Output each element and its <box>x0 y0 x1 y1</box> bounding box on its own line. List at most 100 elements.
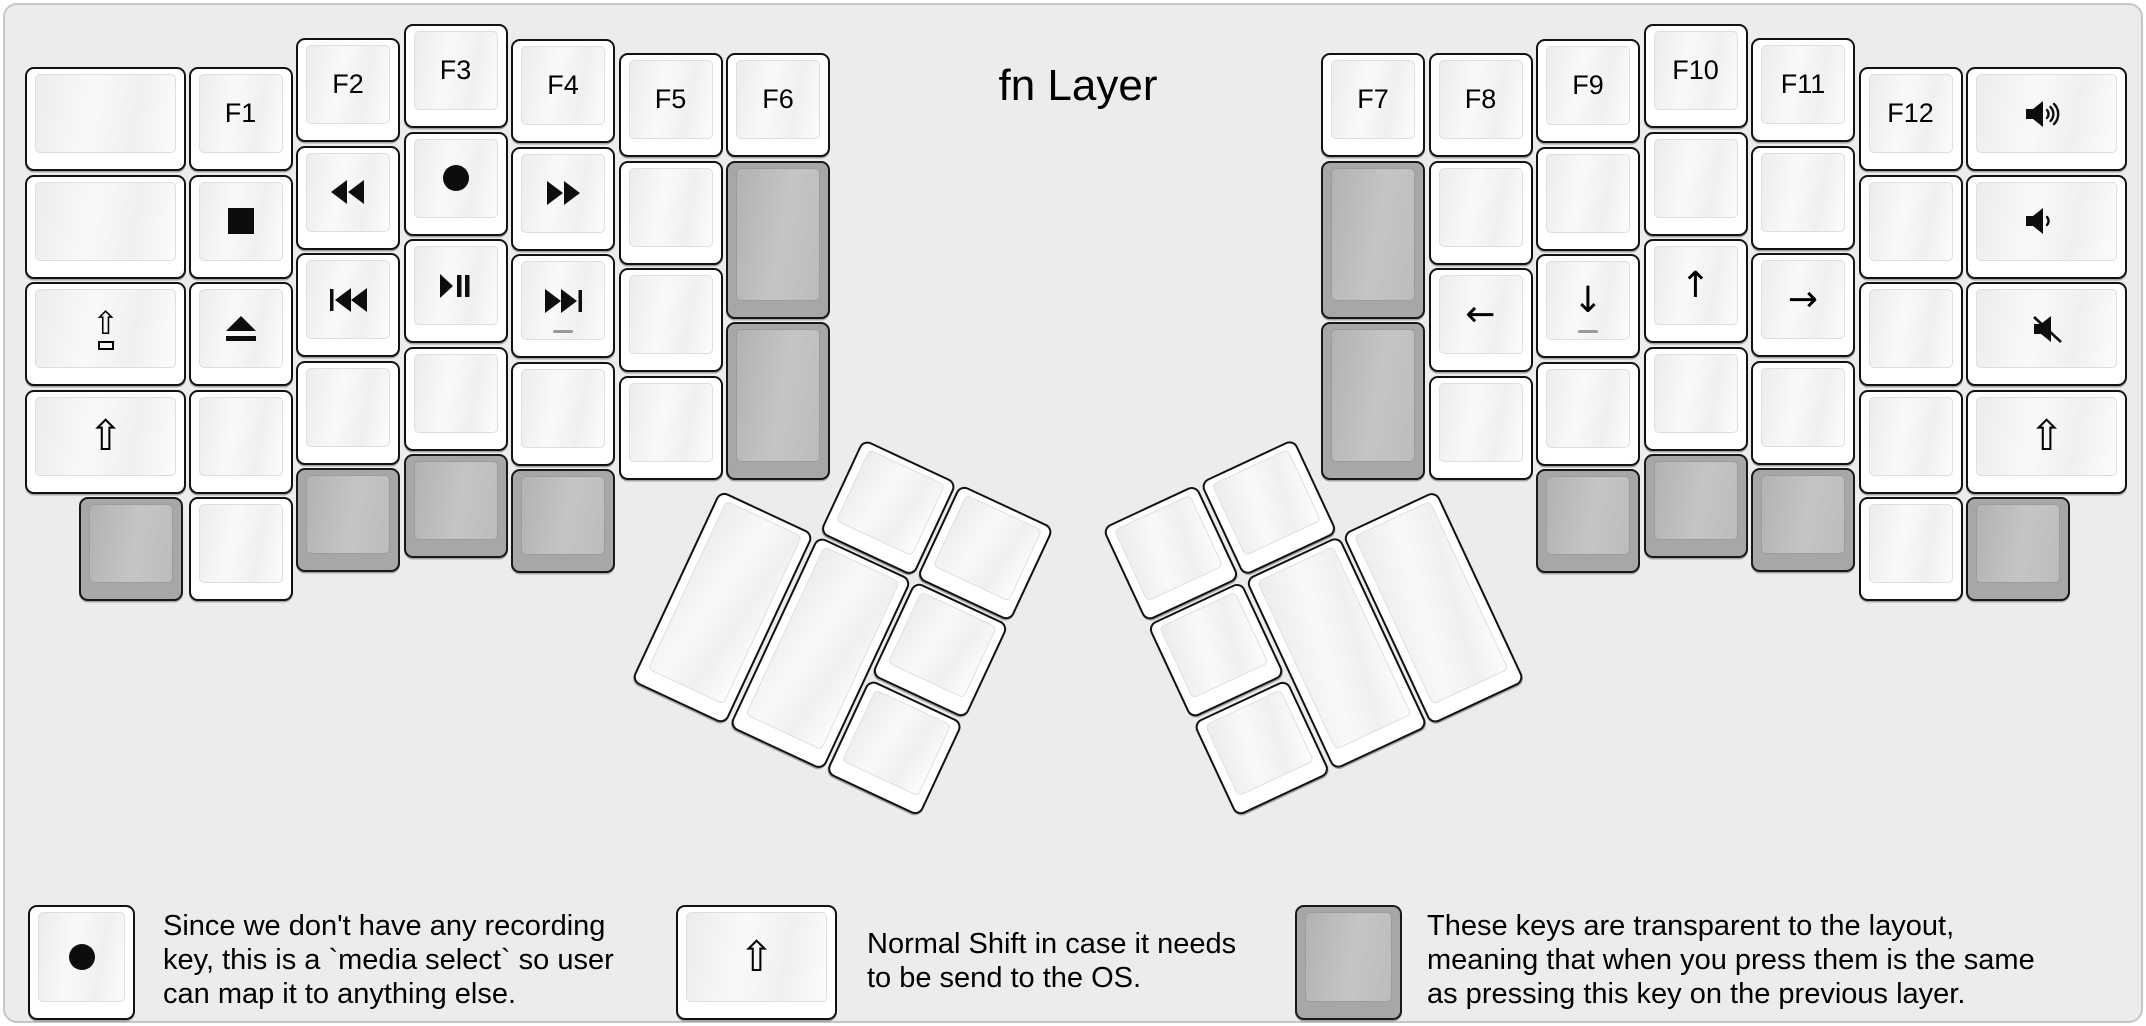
key-blank-left-col1-row2[interactable] <box>25 174 186 279</box>
key-transparent-left-bottom[interactable] <box>79 497 183 601</box>
legend-key-record <box>28 905 135 1020</box>
keytop <box>521 261 605 340</box>
key-blank-left-col4-row4[interactable] <box>403 346 508 451</box>
shift-icon: ⇧ <box>738 932 775 981</box>
key-f2[interactable]: F2 <box>296 38 400 142</box>
layer-title: fn Layer <box>998 61 1158 110</box>
key-volume-up[interactable] <box>1966 67 2127 171</box>
keytop: F2 <box>306 45 390 124</box>
keytop <box>1976 181 2117 261</box>
key-transparent-right-col5[interactable] <box>1751 468 1855 572</box>
keytop: ⇧ <box>35 289 176 368</box>
legend-key-transparent-top <box>1305 912 1392 1002</box>
keytop: F5 <box>628 60 713 139</box>
key-next-track[interactable] <box>511 254 615 358</box>
key-f7[interactable]: F7 <box>1321 53 1425 157</box>
key-f8[interactable]: F8 <box>1428 53 1533 157</box>
key-f4[interactable]: F4 <box>511 39 615 143</box>
key-blank-right-col2-row2[interactable] <box>1428 160 1533 265</box>
key-arrow-up[interactable]: ↑ <box>1643 239 1748 343</box>
key-transparent-right-col3[interactable] <box>1536 469 1640 573</box>
record-icon <box>68 944 95 970</box>
key-blank-right-col4-row4[interactable] <box>1643 346 1748 451</box>
key-blank-left-col6-row3[interactable] <box>618 268 723 372</box>
key-f11[interactable]: F11 <box>1751 38 1855 142</box>
key-blank-right-col5-row4[interactable] <box>1751 360 1855 465</box>
keytop <box>1546 368 1630 448</box>
key-blank-right-col2-row4[interactable] <box>1428 375 1533 480</box>
key-transparent-left-inner-top[interactable] <box>726 160 830 319</box>
keytop <box>35 74 176 153</box>
key-blank-left-col2-row4[interactable] <box>188 389 293 494</box>
key-arrow-right[interactable]: → <box>1751 253 1855 357</box>
keytop <box>1438 167 1523 247</box>
key-fast-forward[interactable] <box>511 146 615 251</box>
key-transparent-right-inner-top[interactable] <box>1321 160 1425 319</box>
key-blank-right-col3-row2[interactable] <box>1536 146 1640 251</box>
legend-line: can map it to anything else. <box>163 978 517 1010</box>
key-transparent-right-col4[interactable] <box>1643 454 1748 558</box>
key-blank-right-col6-row3[interactable] <box>1858 282 1963 386</box>
key-f3[interactable]: F3 <box>403 24 508 128</box>
key-blank-right-col5-row2[interactable] <box>1751 145 1855 250</box>
key-label: F1 <box>224 98 257 128</box>
keytop <box>1976 289 2117 368</box>
key-blank-right-col4-row2[interactable] <box>1643 131 1748 236</box>
key-record-media-select[interactable] <box>403 131 508 236</box>
key-f10[interactable]: F10 <box>1643 24 1748 128</box>
keytop <box>198 181 283 261</box>
key-rewind[interactable] <box>296 145 400 250</box>
key-blank-left-col5-row4[interactable] <box>511 361 615 466</box>
key-stop[interactable] <box>188 174 293 279</box>
key-label: F9 <box>1572 70 1604 100</box>
key-blank-right-col3-row4[interactable] <box>1536 361 1640 466</box>
key-transparent-left-col3[interactable] <box>296 468 400 572</box>
key-transparent-right-inner-bottom[interactable] <box>1321 321 1425 480</box>
key-f12[interactable]: F12 <box>1858 67 1963 171</box>
key-mute[interactable] <box>1966 282 2127 386</box>
keytop <box>835 448 946 556</box>
key-transparent-left-col5[interactable] <box>511 469 615 573</box>
key-volume-down[interactable] <box>1966 174 2127 279</box>
key-transparent-left-inner-bottom[interactable] <box>726 321 830 480</box>
key-blank-left-col6-row4[interactable] <box>618 375 723 480</box>
keytop <box>1331 328 1415 462</box>
fast-forward-icon <box>547 181 580 205</box>
key-f1[interactable]: F1 <box>188 67 293 171</box>
key-shift-right[interactable]: ⇧ <box>1966 389 2127 494</box>
key-f6[interactable]: F6 <box>726 53 830 157</box>
prev-track-icon <box>329 287 367 312</box>
key-transparent-left-col4[interactable] <box>403 454 508 558</box>
keytop <box>628 382 713 462</box>
legend-text-record: Since we don't have any recording key, t… <box>163 909 614 1011</box>
key-blank-right-col6-row2[interactable] <box>1858 174 1963 279</box>
record-icon <box>442 165 469 191</box>
key-caps-shift-left[interactable]: ⇧ <box>25 282 186 386</box>
key-blank-right-col6-row5[interactable] <box>1858 497 1963 601</box>
keytop <box>628 167 713 247</box>
keytop <box>1546 476 1630 555</box>
keytop: ↑ <box>1653 246 1738 325</box>
key-f5[interactable]: F5 <box>618 53 723 157</box>
volume-down-icon <box>2025 208 2050 234</box>
keytop: F7 <box>1331 60 1415 139</box>
key-blank-left-col6-row2[interactable] <box>618 160 723 265</box>
key-transparent-right-bottom[interactable] <box>1966 497 2070 601</box>
key-prev-track[interactable] <box>296 253 400 357</box>
key-blank-left-col3-row4[interactable] <box>296 360 400 465</box>
stop-icon <box>227 208 254 234</box>
key-play-pause[interactable] <box>403 239 508 343</box>
key-blank-right-col6-row4[interactable] <box>1858 389 1963 494</box>
key-arrow-down[interactable]: ↓ <box>1536 254 1640 358</box>
rewind-icon <box>331 180 364 204</box>
key-arrow-left[interactable]: ← <box>1428 268 1533 372</box>
key-shift-left[interactable]: ⇧ <box>25 389 186 494</box>
key-label: F3 <box>439 55 472 85</box>
keytop: F10 <box>1653 31 1738 110</box>
key-blank-left-col1-row1[interactable] <box>25 67 186 171</box>
key-blank-left-col2-row5[interactable] <box>188 497 293 601</box>
key-f9[interactable]: F9 <box>1536 39 1640 143</box>
homing-bar <box>1578 330 1598 333</box>
keytop <box>933 494 1043 602</box>
key-eject[interactable] <box>188 282 293 386</box>
